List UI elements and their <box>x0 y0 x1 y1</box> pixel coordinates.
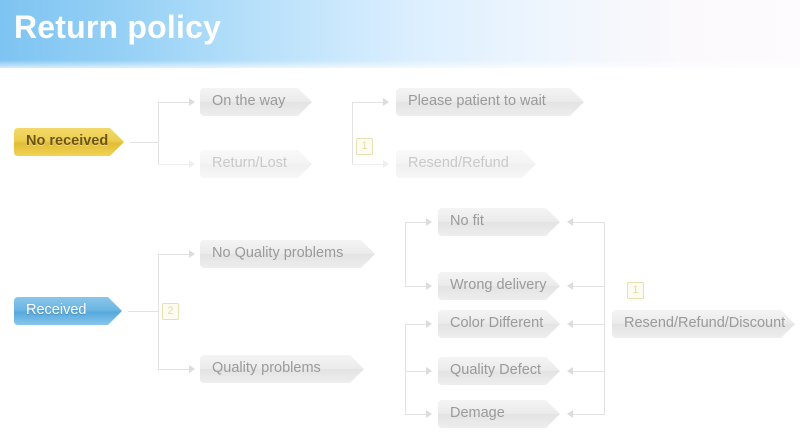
connector-to-quality-problems <box>158 369 190 370</box>
arrow-outcome-to-color-different-icon <box>567 320 573 328</box>
connector-to-no-quality-problems <box>158 254 190 255</box>
node-wrong-delivery[interactable]: Wrong delivery <box>438 272 560 300</box>
arrow-to-no-quality-problems-icon <box>189 250 195 258</box>
arrow-to-return-lost-icon <box>189 160 195 168</box>
connector-nqp-spine <box>405 222 406 286</box>
arrow-to-quality-defect-icon <box>426 367 432 375</box>
node-received[interactable]: Received <box>14 297 122 325</box>
connector-to-wrong-delivery <box>405 286 427 287</box>
connector-to-on-the-way <box>158 102 190 103</box>
connector-to-color-different <box>405 324 427 325</box>
arrow-to-resend-refund-icon <box>383 160 389 168</box>
connector-to-return-lost <box>158 164 190 165</box>
node-quality-problems[interactable]: Quality problems <box>200 355 364 383</box>
node-on-the-way[interactable]: On the way <box>200 88 312 116</box>
arrow-outcome-to-no-fit-icon <box>567 218 573 226</box>
node-demage[interactable]: Demage <box>438 400 560 428</box>
connector-received-spine <box>158 254 159 369</box>
connector-no-received-stem <box>130 142 158 143</box>
node-no-fit[interactable]: No fit <box>438 208 560 236</box>
node-no-quality-problems[interactable]: No Quality problems <box>200 240 375 268</box>
connector-to-quality-defect <box>405 371 427 372</box>
connector-to-resend-refund <box>352 164 384 165</box>
page-header: Return policy <box>0 0 800 68</box>
arrow-to-on-the-way-icon <box>189 98 195 106</box>
node-resend-refund-discount[interactable]: Resend/Refund/Discount <box>612 310 795 338</box>
arrow-to-demage-icon <box>426 410 432 418</box>
node-please-patient-to-wait[interactable]: Please patient to wait <box>396 88 584 116</box>
connector-outcome-spine <box>604 222 605 414</box>
badge-branch1-count: 1 <box>356 138 373 155</box>
arrow-to-quality-problems-icon <box>189 365 195 373</box>
node-color-different[interactable]: Color Different <box>438 310 560 338</box>
node-return-lost[interactable]: Return/Lost <box>200 150 312 178</box>
connector-to-please-patient <box>352 102 384 103</box>
arrow-to-color-different-icon <box>426 320 432 328</box>
connector-branch1-spine <box>352 102 353 164</box>
arrow-to-no-fit-icon <box>426 218 432 226</box>
arrow-outcome-to-demage-icon <box>567 410 573 418</box>
badge-branch2-count: 2 <box>162 303 179 320</box>
node-quality-defect[interactable]: Quality Defect <box>438 357 560 385</box>
badge-outcome-count: 1 <box>627 282 644 299</box>
connector-qp-spine <box>405 324 406 414</box>
arrow-outcome-to-quality-defect-icon <box>567 367 573 375</box>
connector-outcome-to-quality-defect <box>573 371 605 372</box>
arrow-to-wrong-delivery-icon <box>426 282 432 290</box>
connector-outcome-to-no-fit <box>573 222 605 223</box>
connector-received-stem <box>128 311 158 312</box>
connector-outcome-to-color-different <box>573 324 605 325</box>
connector-outcome-to-wrong-delivery <box>573 286 605 287</box>
page-title: Return policy <box>14 9 222 45</box>
connector-outcome-to-demage <box>573 414 605 415</box>
node-no-received[interactable]: No received <box>14 128 124 156</box>
connector-to-demage <box>405 414 427 415</box>
connector-to-no-fit <box>405 222 427 223</box>
arrow-to-please-patient-icon <box>383 98 389 106</box>
connector-no-received-spine <box>158 102 159 164</box>
node-resend-refund[interactable]: Resend/Refund <box>396 150 536 178</box>
arrow-outcome-to-wrong-delivery-icon <box>567 282 573 290</box>
